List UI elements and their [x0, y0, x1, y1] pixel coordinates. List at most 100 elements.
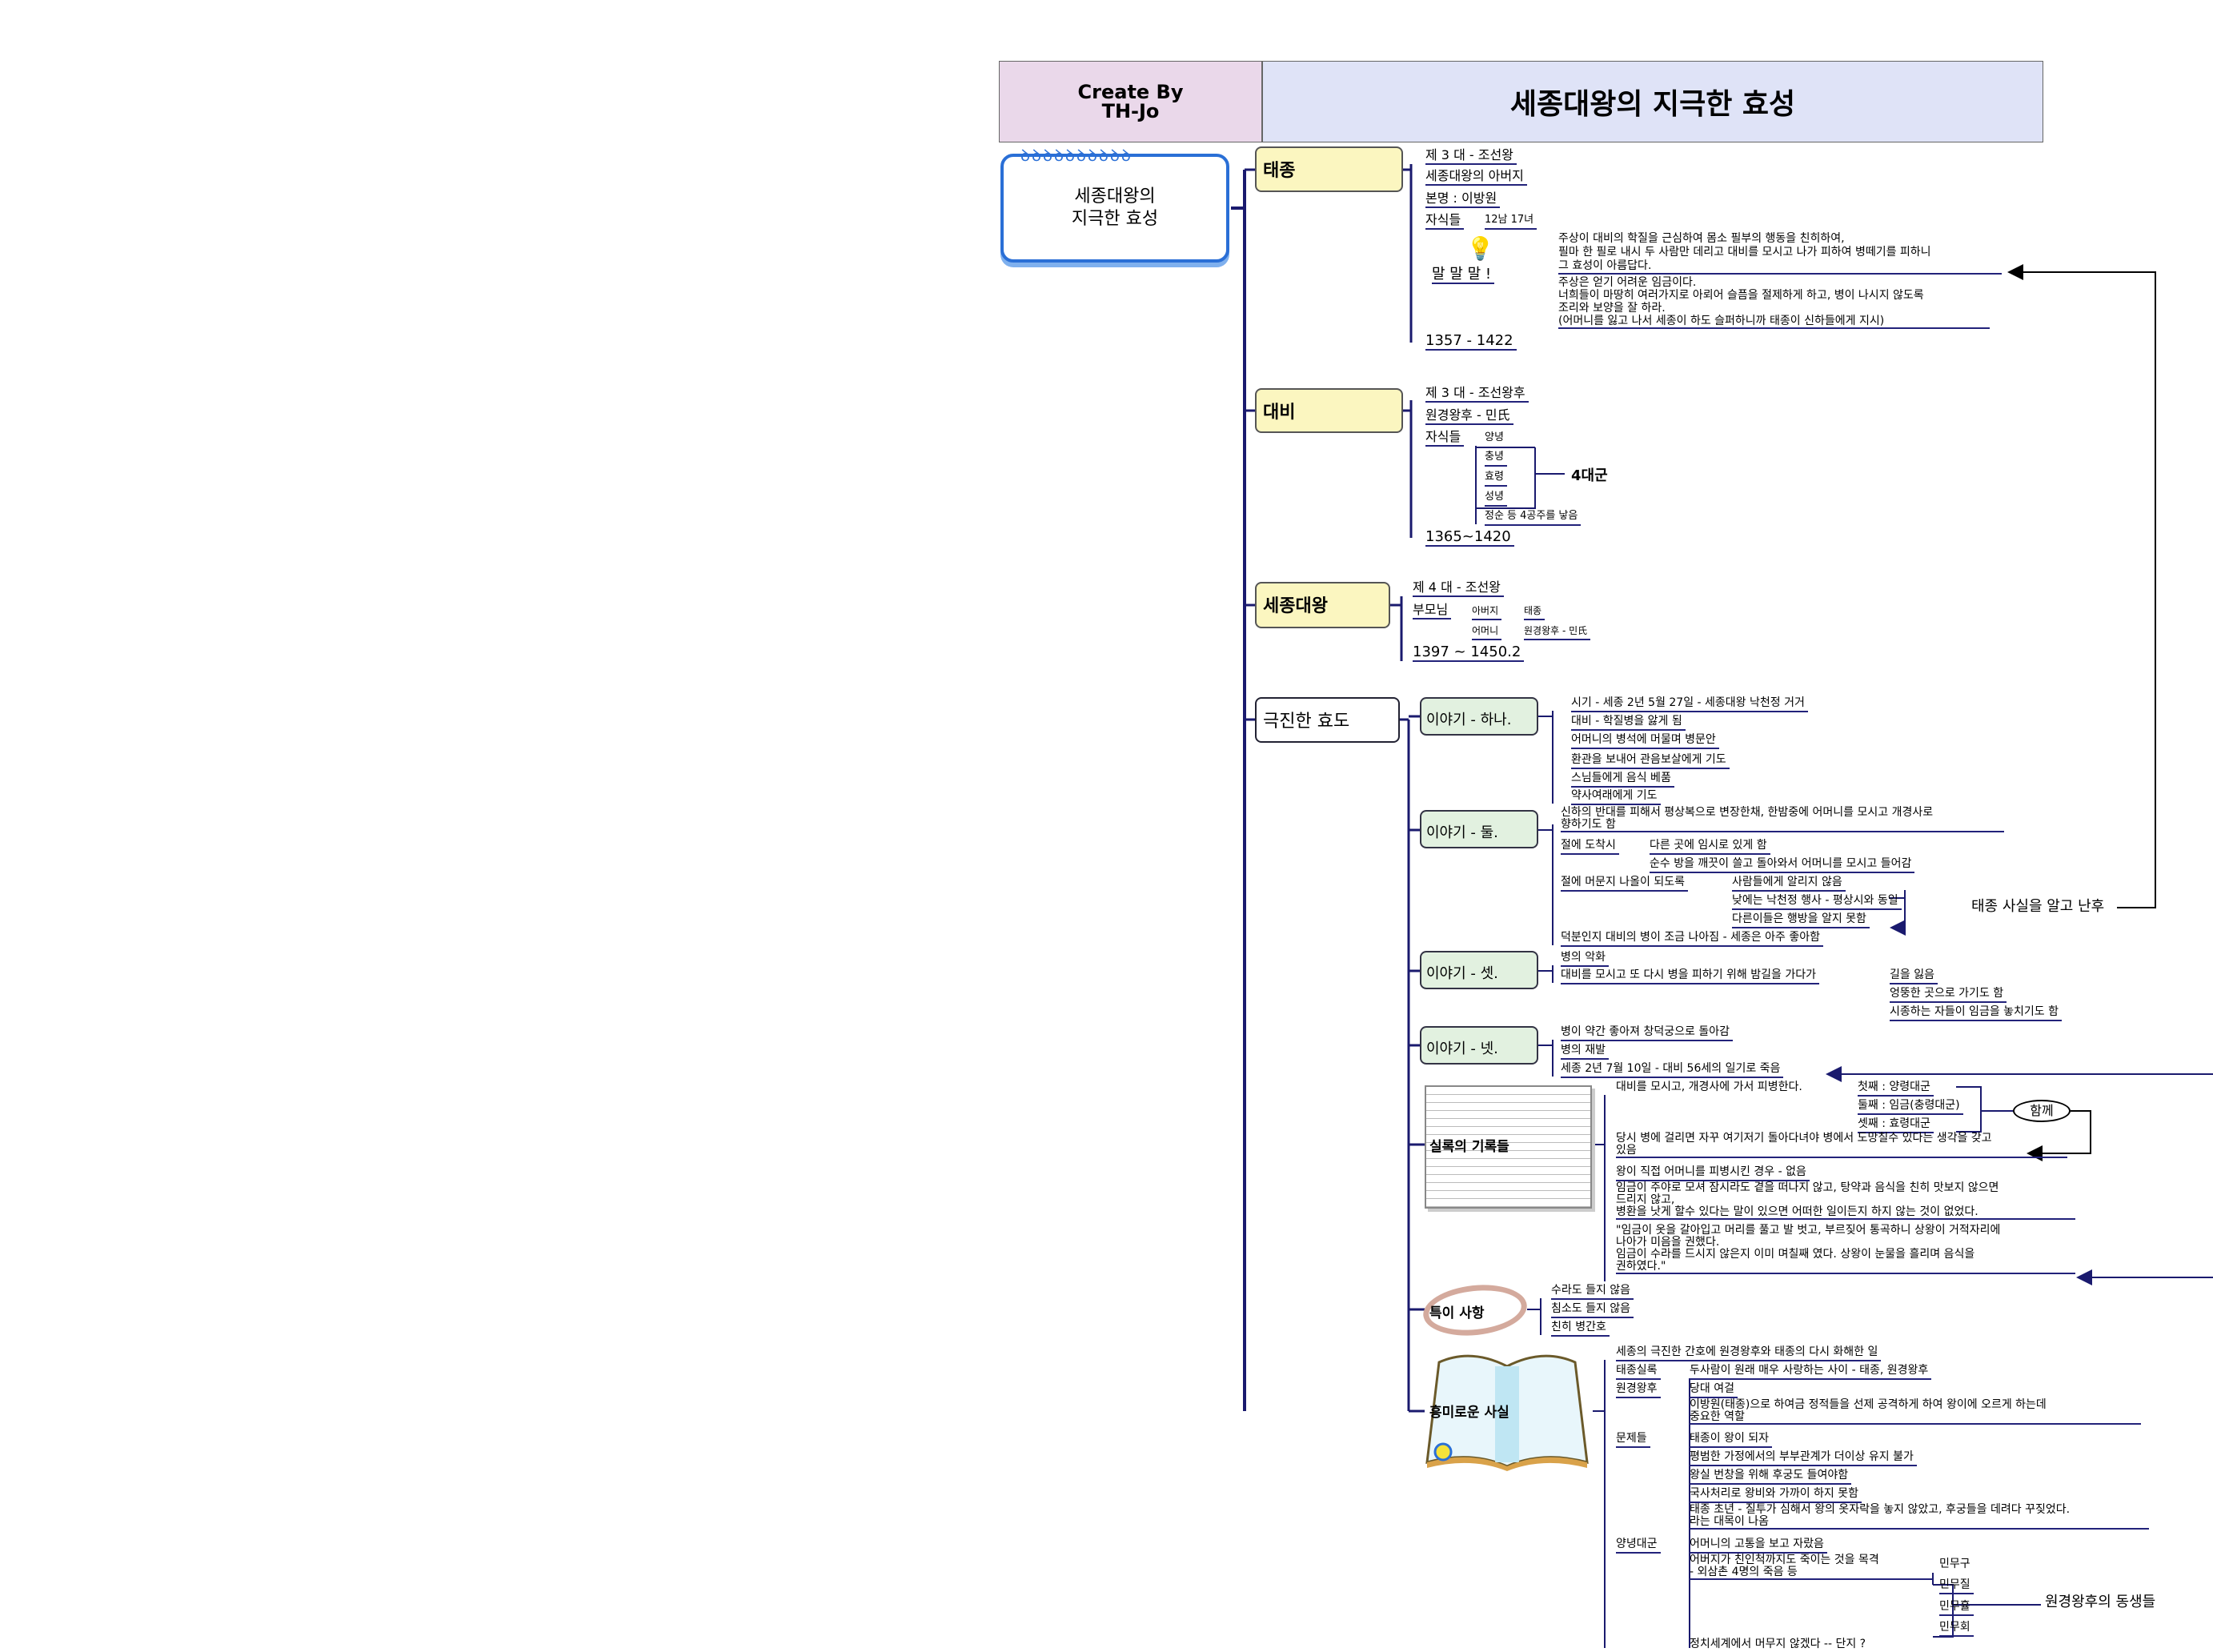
father-value: 태종	[1524, 603, 1545, 620]
facts-problem-item: 태종이 왕이 되자	[1690, 1430, 1773, 1448]
story-four-item: 세종 2년 7월 10일 - 대비 56세의 일기로 죽음	[1561, 1061, 1784, 1078]
taejong-children-count: 12남 17녀	[1485, 212, 1537, 230]
story-one[interactable]: 이야기 - 하나.	[1420, 697, 1538, 736]
uncle: 민무구	[1939, 1558, 1970, 1570]
story-three-item: 병의 악화	[1561, 949, 1609, 967]
taejong-item: 1357 - 1422	[1425, 333, 1517, 351]
story-three[interactable]: 이야기 - 셋.	[1420, 951, 1538, 989]
sejong-item: 제 4 대 - 조선왕	[1413, 579, 1504, 597]
story-four[interactable]: 이야기 - 넷.	[1420, 1026, 1538, 1065]
facts-yangnyeong: 양녕대군	[1616, 1536, 1661, 1554]
facts-problems: 문제들	[1616, 1430, 1650, 1448]
topic-sejong[interactable]: 세종대왕	[1255, 582, 1390, 628]
records-son: 둘째 : 임금(충령대군)	[1858, 1097, 1963, 1115]
story-two-arrive-item: 순수 방을 깨끗이 쓸고 돌아와서 어머니를 모시고 들어감	[1650, 856, 1915, 873]
facts-queen: 원경왕후	[1616, 1381, 1661, 1398]
story-one-item: 스님들에게 음식 베품	[1571, 770, 1674, 788]
daebi-item: 제 3 대 - 조선왕후	[1425, 385, 1529, 403]
facts-problem-item: 태종 초년 - 질투가 심해서 왕의 옷자락을 놓지 않았고, 후궁들을 데려다…	[1690, 1504, 2149, 1530]
story-two-arrive: 절에 도착시	[1561, 837, 1619, 855]
uncle: 민무질	[1939, 1577, 1974, 1594]
together-bubble: 함께	[2013, 1100, 2071, 1122]
story-two-stay-item: 낮에는 낙천정 행사 - 평상시와 동일	[1732, 892, 1902, 910]
facts-topic[interactable]: 흥미로운 사실	[1429, 1405, 1509, 1421]
story-three-sub: 길을 잃음	[1890, 967, 1938, 984]
story-one-item: 약사여래에게 기도	[1571, 788, 1661, 805]
taejong-item: 말 말 말 !	[1432, 267, 1495, 284]
records-item: 임금이 주야로 모셔 잠시라도 곁을 떠나지 않고, 탕약과 음식을 친히 맛보…	[1616, 1182, 2075, 1220]
mother-label: 어머니	[1472, 623, 1502, 640]
records-first: 대비를 모시고, 개경사에 가서 피병한다.	[1616, 1081, 1802, 1093]
story-two-result: 덕분인지 대비의 병이 조금 나아짐 - 세종은 아주 좋아함	[1561, 929, 1824, 947]
records-son: 첫째 : 양령대군	[1858, 1079, 1934, 1097]
uncle: 민무휼	[1939, 1598, 1974, 1616]
story-two-stay-item: 사람들에게 알리지 않음	[1732, 874, 1846, 892]
story-two-arrive-item: 다른 곳에 임시로 있게 함	[1650, 837, 1770, 855]
story-three-sub: 시종하는 자들이 임금을 놓치기도 함	[1890, 1004, 2062, 1021]
facts-problem-item: 평범한 가정에서의 부부관계가 더이상 유지 불가	[1690, 1449, 1917, 1466]
story-two-stay: 절에 머문지 나올이 되도록	[1561, 874, 1689, 892]
taejong-learns-note: 태종 사실을 알고 난후	[1971, 898, 2105, 915]
sejong-item: 1397 ~ 1450.2	[1413, 644, 1525, 662]
taejong-item: 자식들	[1425, 212, 1465, 230]
story-one-item: 대비 - 학질병을 앓게 됨	[1571, 713, 1686, 731]
taejong-item: 세종대왕의 아버지	[1425, 168, 1527, 186]
taejong-item: 제 3 대 - 조선왕	[1425, 147, 1517, 165]
records-item: "임금이 옷을 갈아입고 머리를 풀고 발 벗고, 부르짖어 통곡하니 상왕이 …	[1616, 1225, 2075, 1274]
open-book-icon	[1425, 1354, 1589, 1471]
records-topic[interactable]: 실록의 기록들	[1429, 1139, 1509, 1155]
daebi-item: 자식들	[1425, 429, 1465, 447]
daebi-child: 효령	[1485, 469, 1507, 487]
facts-problem-item: 국사처리로 왕비와 가까이 하지 못함	[1690, 1486, 1862, 1503]
records-son: 셋째 : 효령대군	[1858, 1116, 1934, 1133]
daebi-child: 충녕	[1485, 449, 1507, 467]
daebi-child: 양녕	[1485, 431, 1504, 443]
notebook-rings-icon: ꝺꝺꝺꝺꝺꝺꝺꝺꝺꝺ	[1020, 146, 1133, 165]
facts-problem-item: 왕실 번창을 위해 후궁도 들여야함	[1690, 1467, 1852, 1485]
lightbulb-icon: 💡	[1466, 235, 1494, 262]
daebi-child: 성녕	[1485, 489, 1507, 507]
sejong-item: 부모님	[1413, 602, 1452, 620]
credit-label: Create By TH-Jo	[999, 61, 1262, 142]
taejong-quote-1: 주상이 대비의 학질을 근심하여 몸소 필부의 행동을 친히하여, 필마 한 필…	[1558, 232, 2002, 275]
records-item: 왕이 직접 어머니를 피병시킨 경우 - 없음	[1616, 1164, 1810, 1181]
daebi-item: 1365~1420	[1425, 529, 1514, 547]
story-one-item: 환관을 보내어 관음보살에게 기도	[1571, 752, 1730, 769]
facts-yn-item: 정치세계에서 머무지 않겠다 -- 단지 ?	[1690, 1638, 1866, 1650]
records-item: 당시 병에 걸리면 자꾸 여기저기 돌아다녀야 병에서 도망칠수 있다는 생각을…	[1616, 1133, 2067, 1158]
father-label: 아버지	[1472, 603, 1502, 620]
story-four-item: 병이 약간 좋아져 창덕궁으로 돌아감	[1561, 1024, 1733, 1041]
mother-value: 원경왕후 - 민氏	[1524, 623, 1591, 640]
daebi-item: 원경왕후 - 민氏	[1425, 407, 1513, 425]
topic-daebi[interactable]: 대비	[1255, 388, 1403, 433]
story-one-item: 어머니의 병석에 머물며 병문안	[1571, 732, 1719, 749]
story-one-item: 시기 - 세종 2년 5월 27일 - 세종대왕 낙천정 거거	[1571, 695, 1808, 712]
notepad-icon	[1425, 1085, 1592, 1209]
uncle: 민무회	[1939, 1619, 1974, 1637]
page-title: 세종대왕의 지극한 효성	[1262, 61, 2043, 142]
facts-yn-item: 어머니의 고통을 보고 자랐음	[1690, 1536, 1827, 1554]
uncles-group-label: 원경왕후의 동생들	[2045, 1594, 2156, 1610]
story-two-intro: 신하의 반대를 피해서 평상복으로 변장한채, 한밤중에 어머니를 모시고 개경…	[1561, 807, 2004, 832]
story-three-item: 대비를 모시고 또 다시 병을 피하기 위해 밤길을 가다가	[1561, 967, 1819, 984]
facts-yn-item: 어버지가 친인척까지도 죽이는 것을 목격 - 외삼촌 4명의 죽음 등	[1690, 1554, 1933, 1580]
four-princes-label: 4대군	[1571, 467, 1608, 484]
story-three-sub: 엉뚱한 곳으로 가기도 함	[1890, 985, 2007, 1003]
special-item: 친히 병간호	[1551, 1319, 1610, 1337]
story-four-item: 병의 재발	[1561, 1042, 1609, 1060]
daebi-child: 정순 등 4공주를 낳음	[1485, 508, 1582, 526]
topic-filial-piety[interactable]: 극진한 효도	[1255, 697, 1400, 743]
facts-queen-item: 당대 여걸	[1690, 1381, 1738, 1398]
special-item: 수라도 들지 않음	[1551, 1282, 1634, 1300]
topic-taejong[interactable]: 태종	[1255, 146, 1403, 192]
facts-sillok: 태종실록	[1616, 1362, 1661, 1380]
story-two[interactable]: 이야기 - 둘.	[1420, 810, 1538, 848]
story-two-stay-item: 다른이들은 행방을 알지 못함	[1732, 911, 1870, 928]
taejong-item: 본명 : 이방원	[1425, 190, 1501, 208]
special-topic[interactable]: 특이 사항	[1429, 1305, 1485, 1321]
facts-sillok-item: 두사람이 원래 매우 사랑하는 사이 - 태종, 원경왕후	[1690, 1362, 1932, 1380]
taejong-quote-2: 주상은 얻기 어려운 임금이다. 너희들이 마땅히 여러가지로 아뢰어 슬픔을 …	[1558, 276, 1990, 329]
central-topic[interactable]: 세종대왕의 지극한 효성	[1000, 154, 1229, 263]
special-item: 침소도 들지 않음	[1551, 1301, 1634, 1318]
